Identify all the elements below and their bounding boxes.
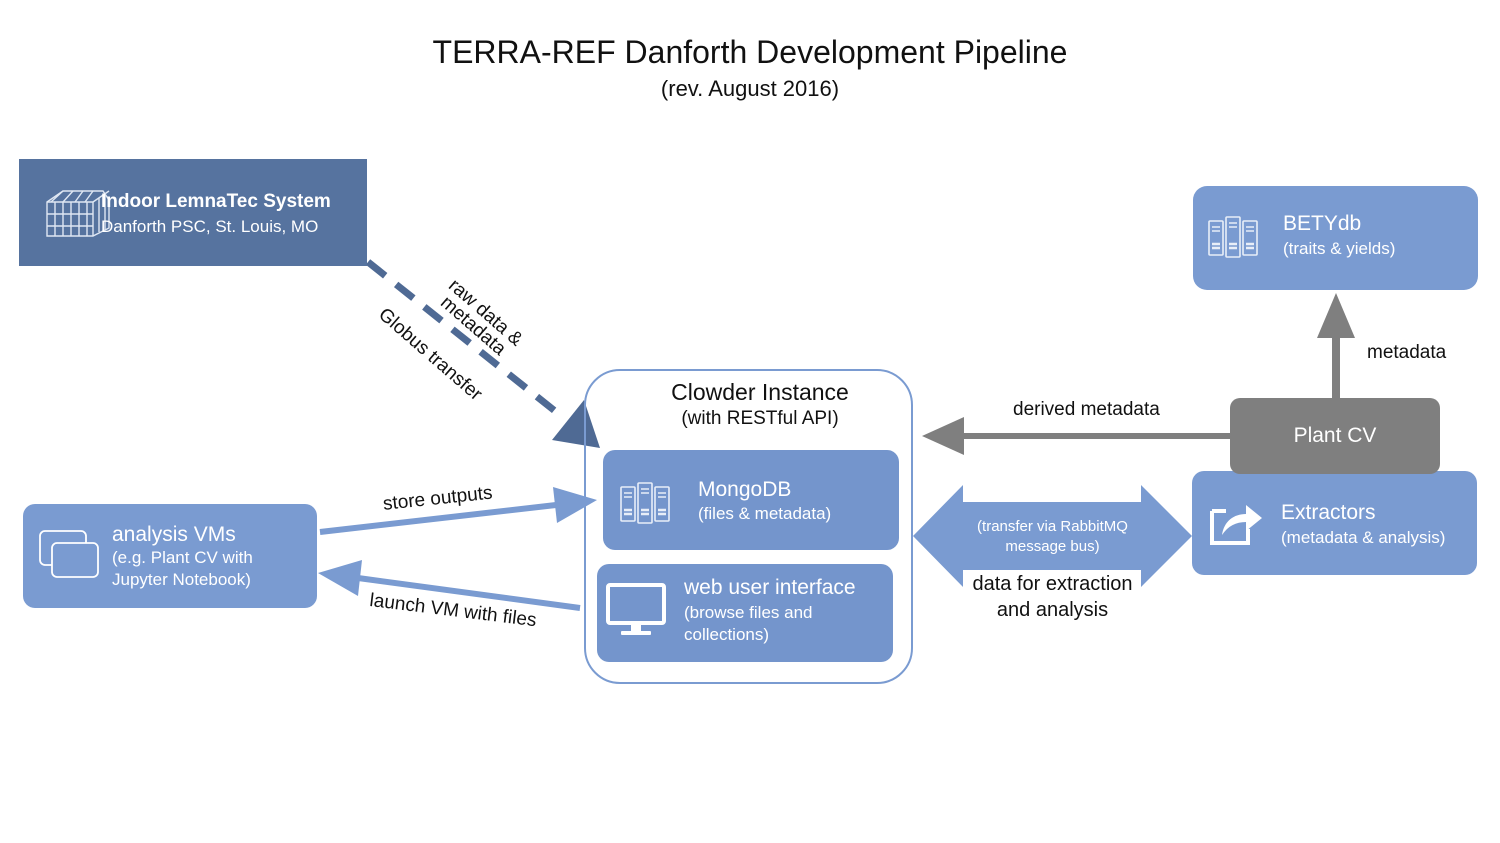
windows-icon — [39, 530, 99, 578]
greenhouse-icon — [46, 190, 110, 237]
web-ui-node: web user interface (browse files and col… — [597, 564, 893, 662]
share-icon — [1210, 505, 1262, 545]
rabbitmq-label-line1: (transfer via RabbitMQ — [977, 518, 1128, 535]
betydb-subtitle: (traits & yields) — [1283, 239, 1396, 258]
mongodb-node: MongoDB (files & metadata) — [603, 450, 899, 550]
globus-transfer-arrow-line — [365, 259, 563, 418]
lemnatec-subtitle: Danforth PSC, St. Louis, MO — [101, 217, 319, 236]
lemnatec-title: Indoor LemnaTec System — [101, 191, 331, 212]
extractors-subtitle: (metadata & analysis) — [1281, 528, 1446, 547]
betydb-title: BETYdb — [1283, 212, 1362, 235]
analysis-vms-subtitle-line2: Jupyter Notebook) — [112, 570, 251, 589]
web-ui-subtitle-line2: collections) — [684, 625, 770, 644]
page-title: TERRA-REF Danforth Development Pipeline — [432, 34, 1068, 70]
globus-transfer-arrowhead — [552, 400, 600, 448]
page-subtitle: (rev. August 2016) — [660, 76, 840, 101]
analysis-vms-node: analysis VMs (e.g. Plant CV with Jupyter… — [23, 504, 317, 608]
store-outputs-arrow-line — [319, 502, 557, 535]
web-ui-subtitle-line1: (browse files and — [684, 603, 813, 622]
server-icon — [620, 482, 670, 524]
extraction-label-line2: and analysis — [996, 599, 1109, 621]
clowder-instance-container — [584, 369, 913, 684]
analysis-vms-subtitle-line1: (e.g. Plant CV with — [112, 548, 253, 567]
betydb-node: BETYdb (traits & yields) — [1193, 186, 1478, 290]
clowder-subtitle: (with RESTful API) — [681, 408, 839, 429]
metadata-label: metadata — [1367, 342, 1447, 363]
extractors-node: Extractors (metadata & analysis) — [1192, 471, 1477, 575]
extractors-title: Extractors — [1281, 501, 1376, 524]
lemnatec-node: Indoor LemnaTec System Danforth PSC, St.… — [19, 159, 367, 266]
analysis-vms-title: analysis VMs — [112, 523, 236, 546]
derived-metadata-arrowhead — [922, 417, 964, 455]
monitor-icon — [606, 583, 666, 635]
plantcv-title: Plant CV — [1293, 424, 1377, 447]
web-ui-title: web user interface — [684, 576, 856, 599]
derived-metadata-label: derived metadata — [1013, 399, 1160, 420]
plantcv-node: Plant CV — [1230, 398, 1440, 474]
metadata-arrowhead — [1317, 293, 1355, 338]
clowder-title: Clowder Instance — [671, 379, 849, 405]
mongodb-title: MongoDB — [698, 478, 792, 501]
server-icon — [1208, 216, 1258, 258]
extraction-label-line1: data for extraction — [972, 573, 1133, 595]
launch-vm-arrow-line — [357, 575, 581, 611]
rabbitmq-label-line2: message bus) — [1005, 538, 1100, 555]
launch-vm-arrowhead — [318, 560, 362, 596]
rabbitmq-double-arrow — [913, 485, 1192, 587]
store-outputs-arrowhead — [553, 487, 597, 523]
mongodb-subtitle: (files & metadata) — [698, 504, 832, 523]
